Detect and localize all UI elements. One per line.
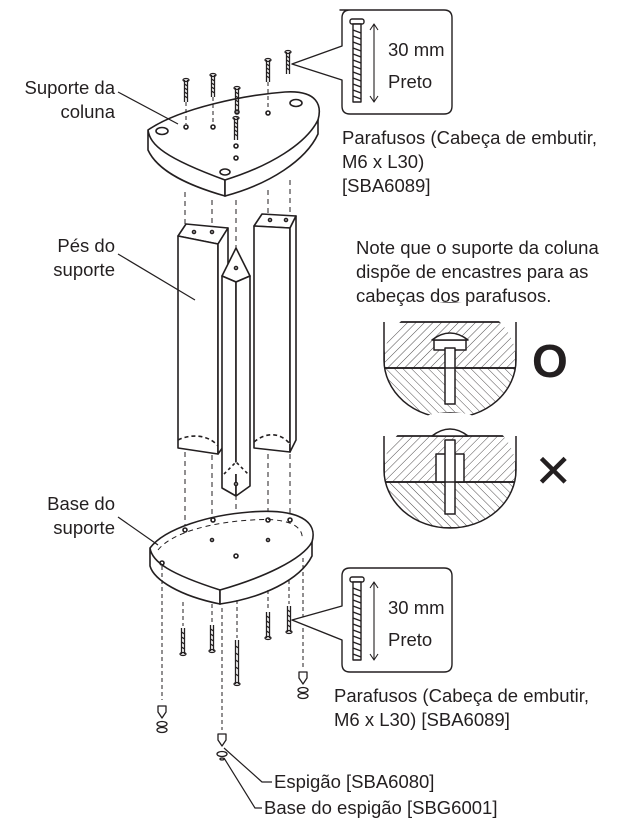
- label-line: Base do: [47, 493, 115, 514]
- label-line: Suporte da: [24, 77, 115, 98]
- callout-top-length: 30 mm: [388, 39, 445, 60]
- screw-callout-bottom: [291, 567, 453, 673]
- cross-section-incorrect: [383, 412, 517, 529]
- label-line: Pés do: [57, 235, 115, 256]
- callout-top-color: Preto: [388, 71, 433, 92]
- mid-guide-lines: [184, 180, 291, 580]
- label-line: suporte: [53, 517, 115, 538]
- note-line: cabeças dos parafusos.: [356, 285, 552, 306]
- correct-mark: O: [532, 335, 568, 387]
- note-text: Note que o suporte da coluna dispõe de e…: [356, 236, 599, 308]
- label-spike-base: Base do espigão [SBG6001]: [264, 797, 498, 818]
- label-support-feet: Pés do suporte: [53, 234, 115, 282]
- incorrect-mark: ✕: [534, 445, 573, 497]
- label-line: Parafusos (Cabeça de embutir,: [342, 127, 598, 148]
- label-screws-bottom: Parafusos (Cabeça de embutir, M6 x L30) …: [334, 684, 589, 732]
- label-screws-top: Parafusos (Cabeça de embutir, M6 x L30) …: [342, 126, 597, 198]
- label-line: coluna: [60, 101, 115, 122]
- label-column-support: Suporte da coluna: [24, 76, 115, 124]
- note-line: Note que o suporte da coluna: [356, 237, 599, 258]
- top-screws: [182, 49, 292, 140]
- bottom-guide-lines: [161, 558, 304, 730]
- column-support-plate: [147, 91, 321, 197]
- callout-bottom-length: 30 mm: [388, 597, 445, 618]
- cross-section-correct: [383, 302, 517, 419]
- label-line: Parafusos (Cabeça de embutir,: [334, 685, 590, 706]
- label-line: suporte: [53, 259, 115, 280]
- label-support-base: Base do suporte: [47, 492, 115, 540]
- label-line: [SBA6089]: [342, 175, 431, 196]
- label-line: M6 x L30) [SBA6089]: [334, 709, 510, 730]
- label-line: M6 x L30): [342, 151, 425, 172]
- spikes: [156, 671, 309, 761]
- support-base-plate: [149, 510, 314, 605]
- note-line: dispõe de encastres para as: [356, 261, 589, 282]
- support-legs: [177, 213, 297, 497]
- top-guide-lines: [185, 82, 269, 124]
- bottom-screws: [179, 606, 293, 687]
- callout-bottom-color: Preto: [388, 629, 433, 650]
- screw-callout-top: [291, 9, 453, 115]
- leader-lines: [117, 91, 272, 809]
- label-spike: Espigão [SBA6080]: [274, 771, 435, 792]
